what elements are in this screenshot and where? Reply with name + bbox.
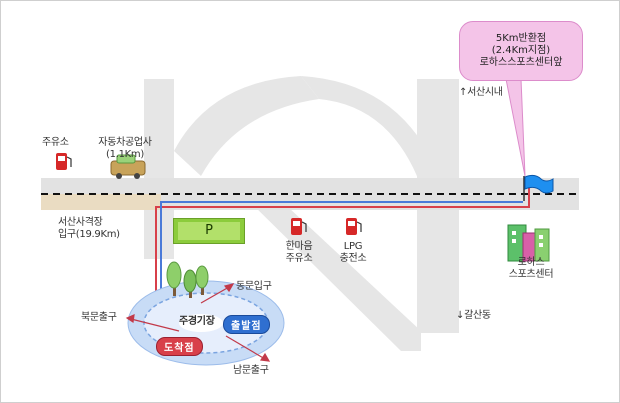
- parking-icon: P: [173, 218, 245, 244]
- label-line: 스포츠센터: [508, 269, 554, 280]
- label-line: 로하스: [517, 257, 545, 268]
- red-route: [155, 181, 530, 306]
- building-icon: [507, 224, 550, 262]
- label-lohas-center: 로하스 스포츠센터: [501, 257, 561, 281]
- callout-pointer: [505, 78, 526, 177]
- blue-route: [160, 201, 523, 306]
- label-line: 자동차공업사: [98, 137, 152, 148]
- flag-icon: [523, 174, 554, 201]
- label-line: 한마음: [285, 241, 313, 252]
- label-line: 서산사격장: [58, 217, 103, 228]
- gas-pump-icon: [291, 218, 307, 235]
- label-north-gate: 북문출구: [81, 312, 117, 323]
- exit-arrows: [125, 283, 271, 362]
- gas-pump-icon: [56, 153, 72, 170]
- car-icon: [110, 154, 146, 179]
- label-lpg-station: LPG 충전소: [335, 241, 371, 265]
- label-stadium: 주경기장: [179, 316, 215, 327]
- label-east-gate: 동문입구: [236, 281, 272, 292]
- tree-icon: [166, 261, 209, 298]
- start-point-badge: 출발점: [223, 315, 270, 334]
- label-gas-station: 주유소: [42, 137, 69, 148]
- label-line: 충전소: [339, 253, 367, 264]
- callout-line: (2.4Km지점): [491, 45, 551, 56]
- label-seosan-city: ↑서산시내: [459, 87, 503, 98]
- label-line: 주유소: [285, 253, 313, 264]
- gas-pump-icon: [346, 218, 362, 235]
- label-line: LPG: [343, 241, 363, 252]
- label-line: 입구(19.9Km): [58, 229, 120, 240]
- parking-label: P: [178, 222, 240, 240]
- label-car-repair: 자동차공업사 (1.1Km): [90, 137, 160, 161]
- finish-point-badge: 도착점: [156, 337, 203, 356]
- label-south-gate: 남문출구: [233, 365, 269, 376]
- label-line: (1.1Km): [106, 149, 144, 160]
- label-shooting-range: 서산사격장 입구(19.9Km): [58, 217, 120, 241]
- label-hanmaeum-station: 한마음 주유소: [281, 241, 317, 265]
- turnaround-callout: 5Km반환점 (2.4Km지점) 로하스스포츠센터앞: [459, 21, 583, 81]
- beige-road: [41, 194, 161, 210]
- callout-line: 5Km반환점: [495, 33, 547, 44]
- label-galsan-dong: ↓갈산동: [456, 310, 491, 321]
- callout-line: 로하스스포츠센터앞: [479, 57, 563, 68]
